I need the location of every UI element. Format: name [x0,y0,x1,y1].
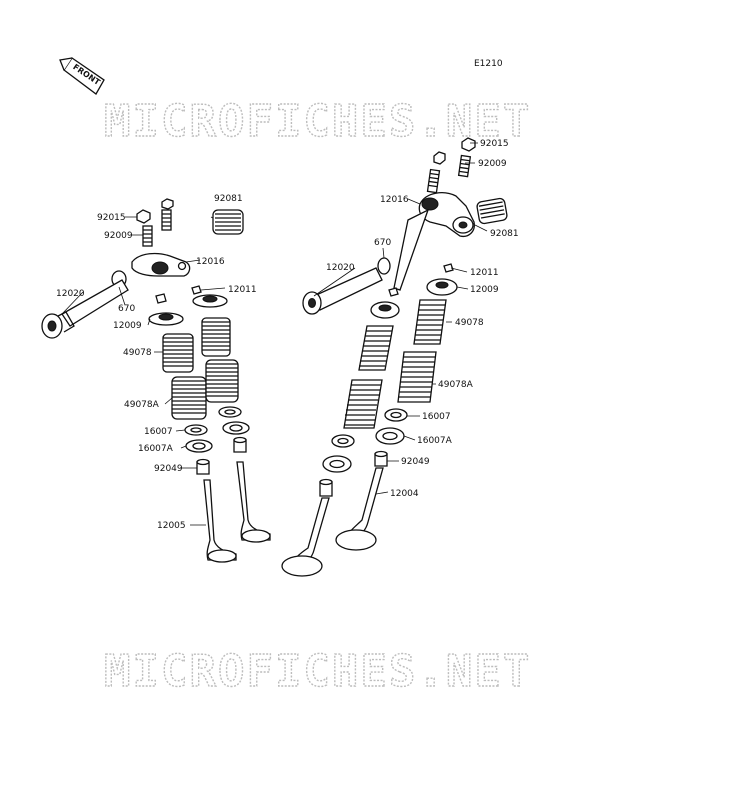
part-670-right [377,257,391,275]
label-92049-left: 92049 [154,464,183,474]
label-16007-right: 16007 [422,412,451,422]
label-12009-right: 12009 [470,285,499,295]
part-16007A-right [322,427,405,473]
part-16007A-left [185,421,250,453]
part-92009-left [142,209,172,247]
part-12005-left [203,461,271,563]
label-12020-left: 12020 [56,289,85,299]
part-12009-right [370,278,458,319]
part-49078A-left [171,359,239,420]
watermark-bottom: MICROFICHES.NET [104,646,531,697]
label-12020-right: 12020 [326,263,355,273]
label-12016-right: 12016 [380,195,409,205]
label-12005-left: 12005 [157,521,186,531]
part-12020-left [41,279,129,339]
part-49078-right [358,299,447,371]
part-92049-left [196,436,247,475]
label-92009-right: 92009 [478,159,507,169]
label-92081-right: 92081 [490,229,519,239]
label-92081-left: 92081 [214,194,243,204]
part-92081-left [212,209,244,235]
label-49078-left: 49078 [123,348,152,358]
label-12011-left: 12011 [228,285,257,295]
label-12011-right: 12011 [470,268,499,278]
part-49078A-right [343,351,437,429]
part-92081-right [476,197,508,225]
part-92049-right [319,450,388,497]
label-92015-left: 92015 [97,213,126,223]
part-16007-left [184,406,242,436]
label-49078-right: 49078 [455,318,484,328]
part-12016-right [393,192,475,291]
label-92049-right: 92049 [401,457,430,467]
diagram-code: E1210 [474,59,503,69]
label-16007-left: 16007 [144,427,173,437]
label-670-left: 670 [118,304,135,314]
part-92009-right [426,154,472,194]
part-92015-right [433,137,476,165]
part-49078-left [162,317,231,373]
label-16007A-right: 16007A [417,436,453,446]
part-12020-right [302,267,383,315]
part-92015-left [136,198,174,224]
label-49078A-left: 49078A [124,400,160,410]
watermark-top: MICROFICHES.NET [104,96,531,147]
label-92009-left: 92009 [104,231,133,241]
label-670-right: 670 [374,238,391,248]
label-12004-right: 12004 [390,489,419,499]
part-12011-left [155,285,202,304]
front-arrow-icon: FRONT [59,57,105,95]
part-12011-right [388,263,454,297]
label-16007A-left: 16007A [138,444,174,454]
part-12016-left [131,252,191,277]
part-16007-right [331,408,408,448]
label-92015-right: 92015 [480,139,509,149]
label-12016-left: 12016 [196,257,225,267]
part-12009-left [148,294,228,326]
label-49078A-right: 49078A [438,380,474,390]
part-12004-right [281,467,384,577]
label-12009-left: 12009 [113,321,142,331]
